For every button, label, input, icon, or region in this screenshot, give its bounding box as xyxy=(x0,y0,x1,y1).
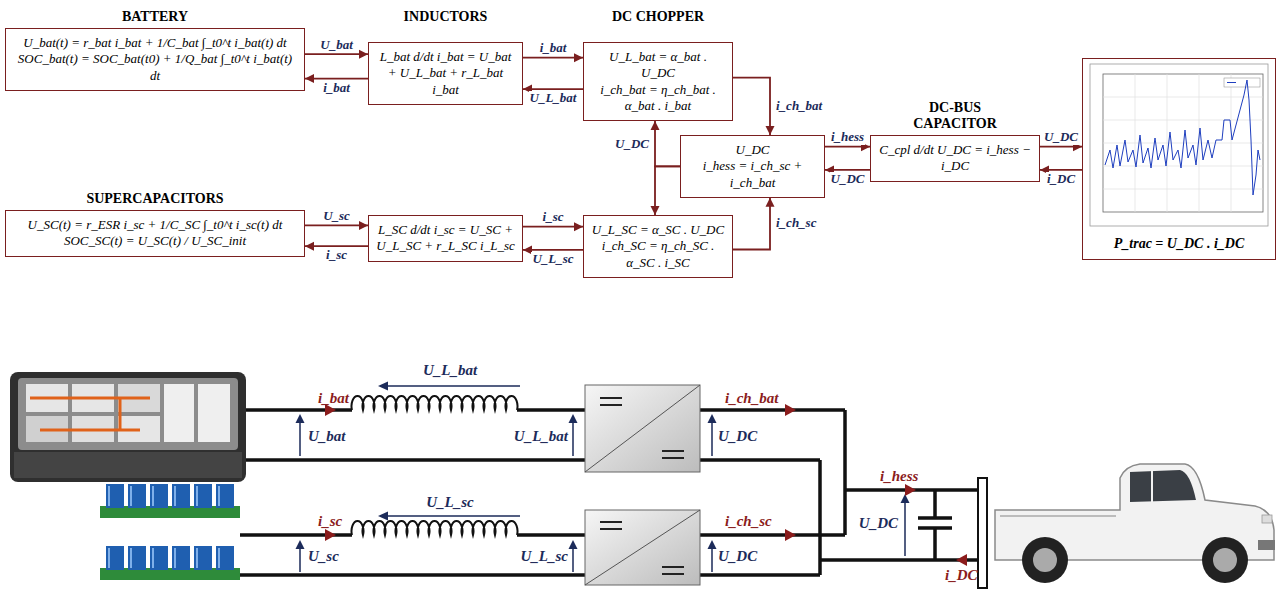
equation: L_bat d/dt i_bat = U_bat + U_L_bat + r_L… xyxy=(376,49,515,98)
model-block: L_SC d/dt i_sc = U_SC + U_L_SC + r_L_SC … xyxy=(368,215,523,262)
arrow-head xyxy=(766,126,775,135)
connector-arrow xyxy=(651,121,681,166)
signal-label: i_hess xyxy=(830,130,865,144)
signal-label: U_L_sc xyxy=(531,252,574,266)
signal-label: U_DC xyxy=(718,548,757,565)
signal-label: i_DC xyxy=(945,567,978,584)
arrow-head xyxy=(651,206,660,215)
signal-label: i_ch_bat xyxy=(775,99,823,113)
signal-label: i_sc xyxy=(542,210,565,224)
signal-label: U_L_bat xyxy=(423,362,477,379)
equation: U_L_bat = α_bat . U_DC xyxy=(591,49,725,82)
signal-label: i_bat xyxy=(539,41,568,55)
block-heading: BATTERY xyxy=(122,9,188,25)
model-block: SUPERCAPACITORSU_SC(t) = r_ESR i_sc + 1/… xyxy=(5,210,305,257)
arrow-head xyxy=(766,198,775,207)
equation: i_ch_bat = η_ch_bat . α_bat . i_bat xyxy=(591,82,725,115)
model-block: U_L_SC = α_SC . U_DCi_ch_SC = η_ch_SC . … xyxy=(583,215,733,278)
connector-line xyxy=(655,166,680,215)
equation: U_DC xyxy=(688,142,817,158)
equation: U_bat(t) = r_bat i_bat + 1/C_bat ∫_t0^t … xyxy=(13,35,297,51)
arrow-head xyxy=(305,74,314,83)
signal-label: U_sc xyxy=(322,209,351,223)
pickup-truck-picture xyxy=(995,464,1275,583)
battery-pack-picture xyxy=(10,372,246,482)
signal-label: i_bat xyxy=(322,81,351,95)
model-block: DC CHOPPERU_L_bat = α_bat . U_DCi_ch_bat… xyxy=(583,42,733,121)
arrow-head xyxy=(359,50,368,59)
signal-label: i_ch_sc xyxy=(725,513,772,530)
signal-label: U_DC xyxy=(718,428,757,445)
connector-line xyxy=(305,78,368,80)
signal-label: i_hess xyxy=(880,468,918,485)
equation: U_L_SC = α_SC . U_DC xyxy=(591,222,725,238)
signal-label: U_L_sc xyxy=(521,548,569,565)
bus-connector xyxy=(978,478,987,588)
arrow-head xyxy=(305,242,314,251)
signal-label: U_DC xyxy=(614,137,650,151)
power-formula: P_trac = U_DC . i_DC xyxy=(1090,235,1268,253)
connector-arrow xyxy=(651,166,681,215)
signal-label: U_L_sc xyxy=(426,494,474,511)
signal-label: i_DC xyxy=(1046,172,1076,186)
signal-label: U_L_bat xyxy=(529,91,578,105)
signal-label: i_sc xyxy=(318,513,342,530)
signal-label: i_ch_sc xyxy=(775,216,817,230)
signal-label: i_bat xyxy=(318,390,349,407)
block-heading: SUPERCAPACITORS xyxy=(86,191,223,207)
block-heading: DC-BUS CAPACITOR xyxy=(900,100,1010,132)
equation: SOC_SC(t) = U_SC(t) / U_SC_init xyxy=(13,233,297,249)
arrow-head xyxy=(574,53,583,62)
model-block: DC-BUS CAPACITORC_cpl d/dt U_DC = i_hess… xyxy=(870,135,1040,182)
equation: SOC_bat(t) = SOC_bat(t0) + 1/Q_bat ∫_t0^… xyxy=(13,51,297,84)
arrow-head xyxy=(359,221,368,230)
signal-label: U_DC xyxy=(830,172,866,186)
signal-label: U_bat xyxy=(319,38,354,52)
block-heading: INDUCTORS xyxy=(404,9,488,25)
dc-dc-converter xyxy=(585,385,700,585)
signal-label: U_bat xyxy=(308,428,346,445)
connector-line xyxy=(305,224,368,226)
model-block: U_DCi_hess = i_ch_sc + i_ch_bat xyxy=(680,135,825,198)
equation: i_hess = i_ch_sc + i_ch_bat xyxy=(688,158,817,191)
signal-label: U_sc xyxy=(308,548,339,565)
arrow-head xyxy=(574,222,583,231)
signal-label: U_L_bat xyxy=(514,428,568,445)
connector-line xyxy=(733,198,770,250)
supercapacitor-picture xyxy=(100,484,240,580)
signal-arrows xyxy=(296,382,968,573)
signal-label: U_DC xyxy=(1043,130,1079,144)
signal-label: i_sc xyxy=(325,248,348,262)
traction-power-chart xyxy=(1090,64,1268,226)
signal-label: U_DC xyxy=(859,515,898,532)
equation: C_cpl d/dt U_DC = i_hess − i_DC xyxy=(878,142,1032,175)
equation: L_SC d/dt i_sc = U_SC + U_L_SC + r_L_SC … xyxy=(376,222,515,255)
model-block: P_trac = U_DC . i_DC xyxy=(1082,58,1276,260)
arrow-head xyxy=(651,121,660,130)
connector-arrow xyxy=(733,78,775,135)
equation: U_SC(t) = r_ESR i_sc + 1/C_SC ∫_t0^t i_s… xyxy=(13,217,297,233)
connector-line xyxy=(305,245,368,247)
block-heading: DC CHOPPER xyxy=(612,9,704,25)
connector-arrow xyxy=(733,198,775,250)
connector-line xyxy=(655,121,680,166)
model-block: BATTERYU_bat(t) = r_bat i_bat + 1/C_bat … xyxy=(5,28,305,91)
connector-line xyxy=(733,78,770,135)
signal-label: i_ch_bat xyxy=(725,390,778,407)
equation: i_ch_SC = η_ch_SC . α_SC . i_SC xyxy=(591,238,725,271)
connector-line xyxy=(305,53,368,55)
model-block: INDUCTORSL_bat d/dt i_bat = U_bat + U_L_… xyxy=(368,42,523,105)
